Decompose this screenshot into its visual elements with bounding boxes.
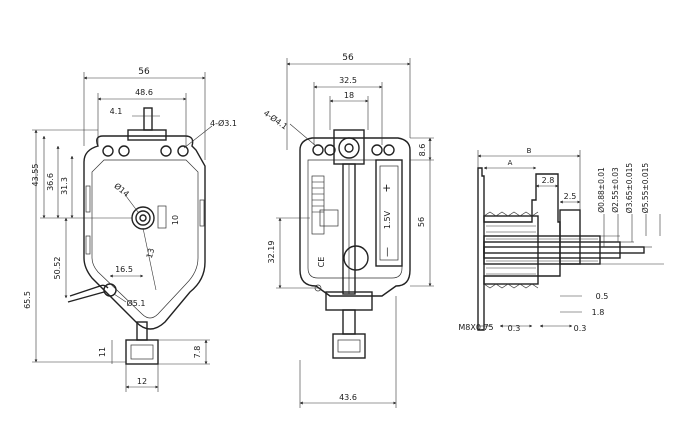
left-dim-12: 12 [137, 377, 147, 386]
left-pendulum-arm [69, 284, 109, 297]
mid-hole-3 [371, 144, 383, 156]
left-bottom-block-inner [130, 344, 154, 360]
mid-dim-32-5: 32.5 [339, 76, 357, 85]
mid-top-boss-circle [338, 137, 360, 159]
right-dim-0-3-left: 0.3 [508, 324, 521, 333]
mid-gear-teeth [312, 181, 324, 213]
left-dim-56: 56 [138, 67, 150, 77]
mid-battery-label: 1.5V [383, 210, 392, 229]
left-hole-3 [160, 145, 172, 157]
right-dim-2-8: 2.8 [542, 176, 555, 185]
left-dim-48-6: 48.6 [135, 88, 153, 97]
mid-dim-8-6: 8.6 [418, 144, 427, 157]
mid-bottom-block [332, 333, 366, 359]
left-dim-43-55: 43.55 [31, 164, 40, 187]
left-shaft-mid [135, 210, 151, 226]
left-shaft-inner [139, 214, 147, 222]
mid-pendulum-stem [342, 309, 356, 335]
right-dim-A: A [508, 159, 513, 167]
left-view: 56 48.6 4.1 4-Ø3.1 65.5 43.55 36.6 31.3 … [23, 67, 237, 392]
right-dim-1-8: 1.8 [592, 308, 605, 317]
left-dim-36-6: 36.6 [46, 173, 55, 191]
left-dim-4-1: 4.1 [110, 107, 123, 116]
mid-top-boss-center [344, 143, 354, 153]
right-shaft-inner [483, 246, 645, 254]
left-dim-phi5-1: Ø5.1 [126, 298, 145, 308]
mid-dim-32-19: 32.19 [267, 241, 276, 264]
right-shoulder [559, 209, 581, 265]
mid-housing-inner [307, 159, 403, 279]
mid-dim-holes: 4-Ø4.1 [262, 108, 290, 132]
right-body-outline [477, 167, 561, 331]
right-dim-thread: M8X0.75 [458, 323, 493, 332]
left-slot-left-2 [85, 235, 91, 255]
right-dim-0-3-right: 0.3 [574, 324, 587, 333]
mid-hole-4 [383, 144, 395, 156]
left-hole-4 [177, 145, 189, 157]
right-dim-phi3-65: Ø3.65±0.015 [625, 163, 634, 214]
mid-housing-outline [299, 137, 411, 297]
left-dim-7-8: 7.8 [193, 346, 202, 359]
left-top-tab [127, 129, 167, 141]
right-dim-phi2-55: Ø2.55±0.03 [611, 167, 620, 213]
mid-dim-56: 56 [342, 53, 354, 63]
mid-battery-inner [379, 165, 399, 261]
left-top-post [143, 107, 153, 131]
right-dim-B: B [527, 147, 532, 155]
left-dim-31-3: 31.3 [60, 177, 69, 195]
mid-battery-minus: — [382, 247, 393, 257]
left-hole-1 [102, 145, 114, 157]
mid-hole-1 [312, 144, 324, 156]
mid-gear-stack [311, 175, 325, 235]
left-dim-50-52: 50.52 [53, 257, 62, 280]
mid-dim-56-v: 56 [417, 217, 426, 227]
left-dim-13: 13 [145, 247, 156, 259]
middle-view: + 1.5V — CE 56 32.5 [262, 53, 434, 408]
left-slot-right [199, 199, 205, 227]
mid-battery [375, 159, 403, 267]
left-dim-16-5: 16.5 [115, 265, 133, 274]
mid-hole-2 [324, 144, 336, 156]
mid-pendulum-bracket [325, 291, 373, 311]
right-shaft-outer [483, 235, 601, 265]
left-dim-10: 10 [171, 215, 180, 225]
left-shaft-square [157, 205, 167, 229]
right-dim-2-5: 2.5 [564, 192, 577, 201]
left-housing-outline [83, 135, 206, 330]
mid-left-slot [319, 209, 339, 227]
right-dim-0-5: 0.5 [596, 292, 609, 301]
left-pendulum-arm-2 [67, 291, 105, 303]
mid-gear-wheel [343, 245, 369, 271]
mid-dim-43-6: 43.6 [339, 393, 357, 402]
left-housing-inner [91, 159, 199, 319]
left-pendulum-pivot [103, 283, 117, 297]
mid-dim-18: 18 [344, 91, 354, 100]
left-dim-holes: 4-Ø3.1 [210, 118, 237, 128]
left-dim-11: 11 [98, 347, 107, 357]
left-bottom-stem [136, 321, 148, 341]
left-dim-65-5: 65.5 [23, 291, 32, 309]
right-view: B A 2.8 2.5 Ø0.88±0.01 Ø2.55±0.03 Ø3.65±… [458, 147, 664, 333]
mid-bottom-block-inner [337, 339, 361, 353]
mid-battery-plus: + [380, 183, 393, 192]
mid-ce-mark: CE [317, 257, 326, 268]
left-hole-2 [118, 145, 130, 157]
left-dim-phi14: Ø14 [112, 181, 131, 199]
right-dim-phi0-88: Ø0.88±0.01 [597, 167, 606, 213]
left-slot-left [85, 185, 91, 213]
right-dim-phi5-55: Ø5.55±0.015 [641, 163, 650, 214]
